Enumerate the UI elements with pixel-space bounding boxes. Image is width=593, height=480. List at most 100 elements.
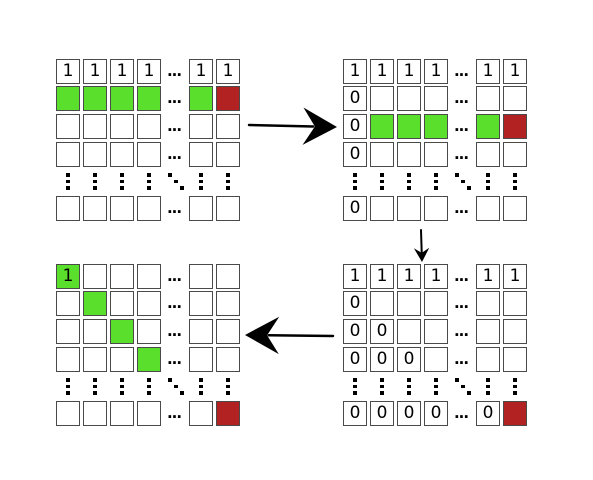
horizontal-ellipsis: ... (453, 145, 469, 163)
matrix-cell (503, 142, 527, 167)
dot (380, 173, 384, 177)
dot (380, 179, 384, 183)
horizontal-ellipsis: ... (166, 62, 182, 80)
dot (226, 173, 230, 177)
dot (226, 378, 230, 382)
dot (93, 378, 97, 382)
matrix-cell: 0 (370, 347, 394, 372)
dot (461, 384, 465, 388)
dot (174, 384, 178, 388)
matrix-cell: 0 (343, 347, 367, 372)
dot (120, 179, 124, 183)
matrix-cell: 1 (110, 59, 134, 84)
matrix-cell (189, 401, 213, 426)
matrix-cell (56, 142, 80, 167)
horizontal-ellipsis: ... (453, 62, 469, 80)
matrix-cell: 0 (343, 142, 367, 167)
matrix-cell (397, 291, 421, 316)
dot (66, 391, 70, 395)
horizontal-ellipsis: ... (166, 404, 182, 422)
dot (120, 384, 124, 388)
horizontal-ellipsis: ... (166, 89, 182, 107)
dot (199, 378, 203, 382)
matrix-cell (110, 196, 134, 221)
cell-red (216, 401, 240, 426)
dot (199, 186, 203, 190)
matrix-cell (424, 86, 448, 111)
horizontal-ellipsis: ... (453, 322, 469, 340)
cell-green (424, 114, 448, 139)
matrix-cell (370, 196, 394, 221)
dot (226, 186, 230, 190)
matrix-cell: 0 (343, 196, 367, 221)
dot (407, 391, 411, 395)
matrix-cell (56, 291, 80, 316)
cell-green (397, 114, 421, 139)
matrix-cell: 1 (56, 59, 80, 84)
matrix-cell: 1 (370, 264, 394, 289)
dot (513, 384, 517, 388)
matrix-cell (110, 264, 134, 289)
matrix-cell (56, 114, 80, 139)
horizontal-ellipsis: ... (453, 89, 469, 107)
dot (353, 186, 357, 190)
dot (434, 391, 438, 395)
matrix-cell (424, 196, 448, 221)
matrix-cell (137, 264, 161, 289)
dot (66, 179, 70, 183)
dot (467, 186, 471, 190)
matrix-cell (189, 291, 213, 316)
matrix-cell (476, 347, 500, 372)
matrix-cell (503, 86, 527, 111)
matrix-cell: 1 (137, 59, 161, 84)
cell-green (137, 86, 161, 111)
matrix-cell (397, 319, 421, 344)
dot (513, 391, 517, 395)
cell-green (137, 347, 161, 372)
matrix-cell (424, 142, 448, 167)
matrix-cell (110, 142, 134, 167)
cell-green: 1 (56, 264, 80, 289)
dot (93, 384, 97, 388)
dot (147, 173, 151, 177)
matrix-cell (137, 291, 161, 316)
matrix-cell (397, 142, 421, 167)
dot (226, 179, 230, 183)
dot (513, 173, 517, 177)
dot (120, 378, 124, 382)
horizontal-ellipsis: ... (166, 199, 182, 217)
dot (93, 173, 97, 177)
cell-green (83, 86, 107, 111)
dot (199, 384, 203, 388)
matrix-cell (189, 196, 213, 221)
horizontal-ellipsis: ... (166, 350, 182, 368)
cell-green (56, 86, 80, 111)
dot (486, 391, 490, 395)
dot (174, 179, 178, 183)
matrix-cell: 1 (370, 59, 394, 84)
cell-red (503, 114, 527, 139)
dot (66, 384, 70, 388)
matrix-cell (397, 86, 421, 111)
matrix-cell: 1 (343, 264, 367, 289)
matrix-cell (503, 291, 527, 316)
matrix-cell: 0 (397, 347, 421, 372)
matrix-cell (476, 142, 500, 167)
dot (434, 173, 438, 177)
matrix-cell (503, 196, 527, 221)
matrix-cell (110, 114, 134, 139)
matrix-cell (503, 347, 527, 372)
dot (226, 384, 230, 388)
dot (168, 378, 172, 382)
horizontal-ellipsis: ... (453, 350, 469, 368)
dot (147, 378, 151, 382)
matrix-cell: 0 (476, 401, 500, 426)
horizontal-ellipsis: ... (453, 199, 469, 217)
matrix-cell (83, 114, 107, 139)
matrix-cell (216, 142, 240, 167)
dot (380, 384, 384, 388)
cell-green (476, 114, 500, 139)
matrix-cell (476, 291, 500, 316)
dot (486, 186, 490, 190)
